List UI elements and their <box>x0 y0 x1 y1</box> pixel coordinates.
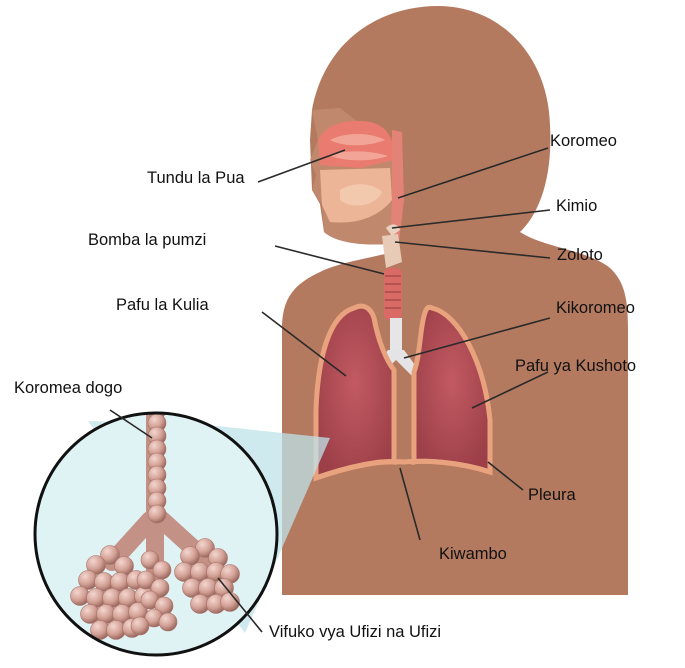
label-bronchus: Kikoromeo <box>556 300 635 317</box>
label-right-lung: Pafu la Kulia <box>116 297 209 314</box>
label-bronchiole: Koromea dogo <box>14 380 122 397</box>
alveolus <box>159 613 177 631</box>
alveolus <box>131 617 149 635</box>
label-pleura: Pleura <box>528 487 576 504</box>
label-alveoli: Vifuko vya Ufizi na Ufizi <box>269 624 441 641</box>
label-nasal-cavity: Tundu la Pua <box>147 170 245 187</box>
nasal-oral-cavity <box>318 121 404 268</box>
alveolus <box>148 505 166 523</box>
label-epiglottis: Kimio <box>556 198 597 215</box>
label-trachea: Bomba la pumzi <box>88 232 206 249</box>
label-pharynx: Koromeo <box>550 133 617 150</box>
alveolus <box>153 561 171 579</box>
label-larynx: Zoloto <box>557 247 603 264</box>
label-left-lung: Pafu ya Kushoto <box>515 358 636 375</box>
label-diaphragm: Kiwambo <box>439 546 507 563</box>
